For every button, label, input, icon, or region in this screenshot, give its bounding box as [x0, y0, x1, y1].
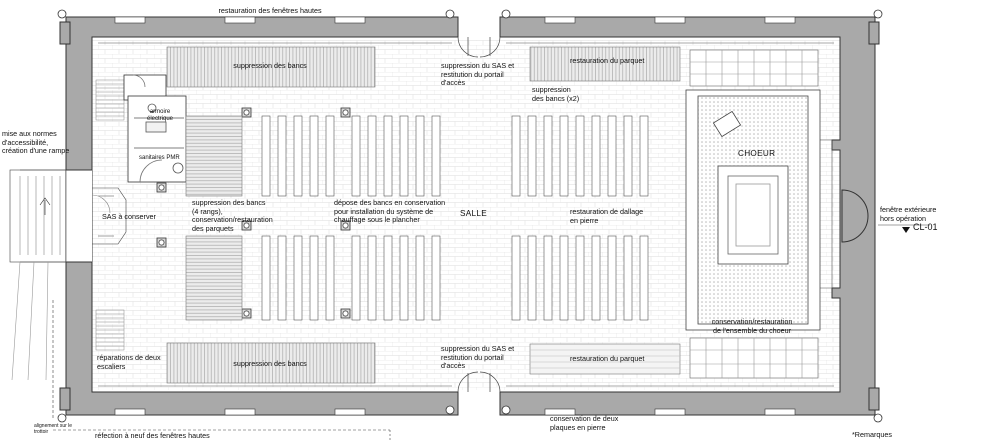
label-fenetre-exterieure: fenêtre extérieure hors opération — [880, 205, 937, 223]
label-alignement-trottoir: alignement sur le trottoir — [34, 423, 73, 435]
service-rooms — [123, 74, 187, 183]
label-sanitaires-pmr: sanitaires PMR — [139, 155, 180, 161]
label-salle: SALLE — [460, 209, 487, 218]
portals — [457, 36, 501, 393]
choir-stalls — [689, 49, 819, 379]
label-restauration-parquet-top: restauration du parquet — [570, 56, 645, 65]
label-conservation-choeur: conservation/restauration de l'ensemble … — [711, 317, 793, 335]
label-refection-fenetres: réfection à neuf des fenêtres hautes — [95, 431, 210, 440]
label-restauration-parquet-bottom: restauration du parquet — [570, 354, 645, 363]
label-conservation-plaques: conservation de deux plaques en pierre — [550, 414, 619, 432]
label-suppression-bancs-x2: suppression des bancs (x2) — [532, 85, 580, 103]
label-mise-aux-normes: mise aux normes d'accessibilité, créatio… — [2, 129, 70, 156]
parquet-south — [529, 343, 681, 375]
stairs — [95, 79, 125, 351]
label-restauration-dallage: restauration de dallage en pierre — [570, 207, 644, 225]
label-reparations-escaliers: réparations de deux escaliers — [97, 353, 161, 371]
label-suppression-bancs-bottom: suppression des bancs — [233, 359, 307, 368]
downspouts — [57, 9, 883, 423]
bench-blocks-suppressed — [166, 46, 681, 384]
label-restauration-fenetres-hautes: restauration des fenêtres hautes — [218, 6, 322, 15]
label-sas-a-conserver: SAS à conserver — [102, 212, 156, 221]
column-shafts — [158, 49, 349, 380]
label-suppression-bancs-top: suppression des bancs — [233, 61, 307, 70]
label-suppression-bancs-4-rangs: suppression des bancs (4 rangs), conserv… — [192, 198, 273, 233]
choir-platform — [685, 89, 821, 331]
west-entrance — [9, 169, 127, 381]
label-suppression-sas-bottom: suppression du SAS et restitution du por… — [441, 344, 515, 371]
label-armoire-electrique: armoire électrique — [146, 109, 173, 122]
section-marker-arrow — [902, 227, 910, 233]
label-remarques: *Remarques — [852, 430, 892, 439]
wall-windows — [114, 16, 796, 416]
nave-benches — [261, 115, 649, 321]
annotation-lines — [52, 224, 930, 440]
label-suppression-sas-top: suppression du SAS et restitution du por… — [441, 61, 515, 88]
label-choeur: CHOEUR — [738, 149, 776, 158]
section-marker-label: CL-01 — [913, 222, 938, 232]
label-depose-bancs: dépose des bancs en conservation pour in… — [334, 198, 446, 225]
